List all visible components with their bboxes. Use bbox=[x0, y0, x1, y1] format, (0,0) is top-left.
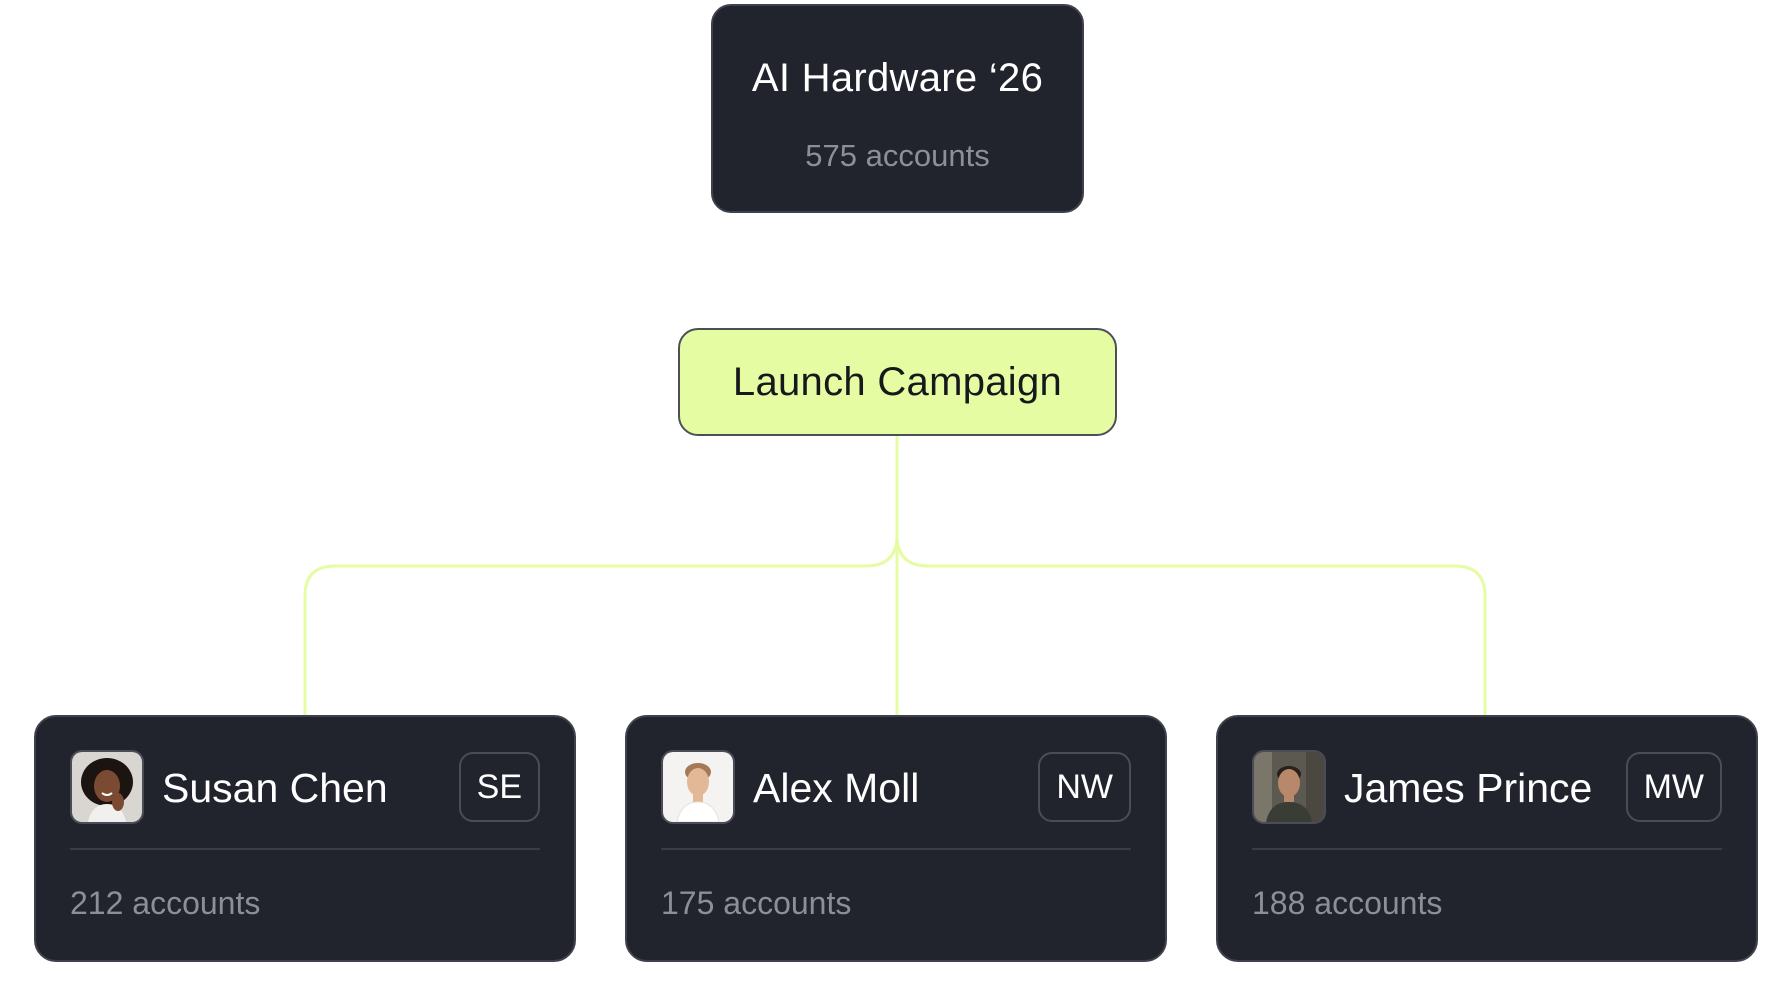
rep-accounts: 175 accounts bbox=[661, 881, 851, 925]
avatar bbox=[661, 750, 735, 824]
avatar bbox=[1252, 750, 1326, 824]
card-divider bbox=[1252, 848, 1722, 850]
rep-card-susan-chen[interactable]: Susan Chen SE 212 accounts bbox=[34, 715, 576, 962]
card-divider bbox=[661, 848, 1131, 850]
card-divider bbox=[70, 848, 540, 850]
region-badge: NW bbox=[1038, 752, 1131, 822]
root-node-accounts: 575 accounts bbox=[713, 136, 1082, 176]
connector-left-branch bbox=[305, 535, 897, 715]
rep-card-alex-moll[interactable]: Alex Moll NW 175 accounts bbox=[625, 715, 1167, 962]
region-badge: SE bbox=[459, 752, 540, 822]
avatar bbox=[70, 750, 144, 824]
region-badge: MW bbox=[1626, 752, 1722, 822]
rep-card-james-prince[interactable]: James Prince MW 188 accounts bbox=[1216, 715, 1758, 962]
root-node-title: AI Hardware ‘26 bbox=[713, 50, 1082, 106]
rep-name: James Prince bbox=[1344, 761, 1592, 815]
connector-right-branch bbox=[897, 535, 1485, 715]
rep-name: Susan Chen bbox=[162, 761, 388, 815]
rep-name: Alex Moll bbox=[753, 761, 919, 815]
rep-accounts: 212 accounts bbox=[70, 881, 260, 925]
launch-campaign-button[interactable]: Launch Campaign bbox=[678, 328, 1117, 436]
root-node-card[interactable]: AI Hardware ‘26 575 accounts bbox=[711, 4, 1084, 213]
rep-accounts: 188 accounts bbox=[1252, 881, 1442, 925]
